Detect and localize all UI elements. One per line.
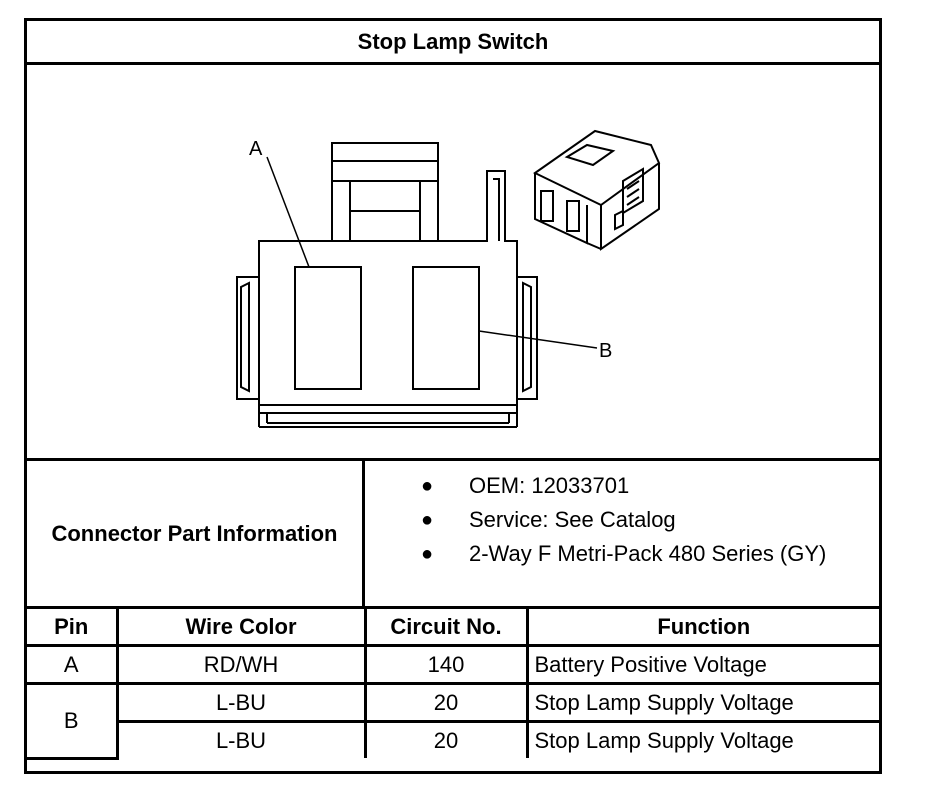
right-side-tab [517, 276, 538, 400]
function-cell: Battery Positive Voltage [525, 644, 879, 685]
wire-color-cell: L-BU [115, 682, 367, 723]
list-item: ● OEM: 12033701 [365, 469, 826, 503]
info-text: OEM: 12033701 [469, 473, 630, 498]
cavity-a [294, 266, 362, 390]
bullet-icon: ● [421, 475, 434, 497]
table-header-row: Pin Wire Color Circuit No. Function [27, 609, 879, 647]
bullet-icon: ● [421, 543, 434, 565]
connector-info-list: ● OEM: 12033701 ● Service: See Catalog ● 2-… [365, 469, 826, 571]
info-text: Service: See Catalog [469, 507, 676, 532]
list-item: ● 2-Way F Metri-Pack 480 Series (GY) [365, 537, 826, 571]
connector-face-drawing: A B [236, 129, 661, 428]
left-side-tab [236, 276, 259, 400]
table-row: L-BU 20 Stop Lamp Supply Voltage [27, 720, 879, 758]
cavity-b [412, 266, 480, 390]
column-header-pin: Pin [27, 609, 119, 647]
column-header-circuit: Circuit No. [363, 609, 529, 647]
connector-info-section: Connector Part Information ● OEM: 1203370… [27, 461, 879, 609]
circuit-cell: 20 [363, 720, 529, 758]
connector-sheet: Stop Lamp Switch [24, 18, 882, 774]
pin-cell: B [27, 682, 119, 760]
list-item: ● Service: See Catalog [365, 503, 826, 537]
callout-b-leader [478, 330, 598, 349]
info-text: 2-Way F Metri-Pack 480 Series (GY) [469, 541, 827, 566]
table-row: A RD/WH 140 Battery Positive Voltage [27, 644, 879, 685]
function-cell: Stop Lamp Supply Voltage [525, 720, 879, 758]
circuit-cell: 140 [363, 644, 529, 685]
connector-latch [331, 142, 439, 242]
function-cell: Stop Lamp Supply Voltage [525, 682, 879, 723]
bullet-icon: ● [421, 509, 434, 531]
connector-info-label: Connector Part Information [27, 461, 365, 606]
wire-color-cell: L-BU [115, 720, 367, 758]
pin-table: Pin Wire Color Circuit No. Function A RD… [27, 609, 879, 760]
wire-color-cell: RD/WH [115, 644, 367, 685]
connector-body [258, 170, 518, 414]
table-row: B L-BU 20 Stop Lamp Supply Voltage [27, 682, 879, 760]
callout-b-label: B [599, 340, 612, 362]
pin-cell: A [27, 644, 119, 685]
callout-a-label: A [249, 138, 263, 160]
page-title: Stop Lamp Switch [27, 21, 879, 65]
column-header-wire-color: Wire Color [115, 609, 367, 647]
circuit-cell: 20 [363, 682, 529, 723]
connector-iso-view [533, 129, 661, 251]
column-header-function: Function [525, 609, 879, 647]
callout-a-leader [266, 156, 310, 268]
connector-diagram: A B [27, 65, 879, 461]
